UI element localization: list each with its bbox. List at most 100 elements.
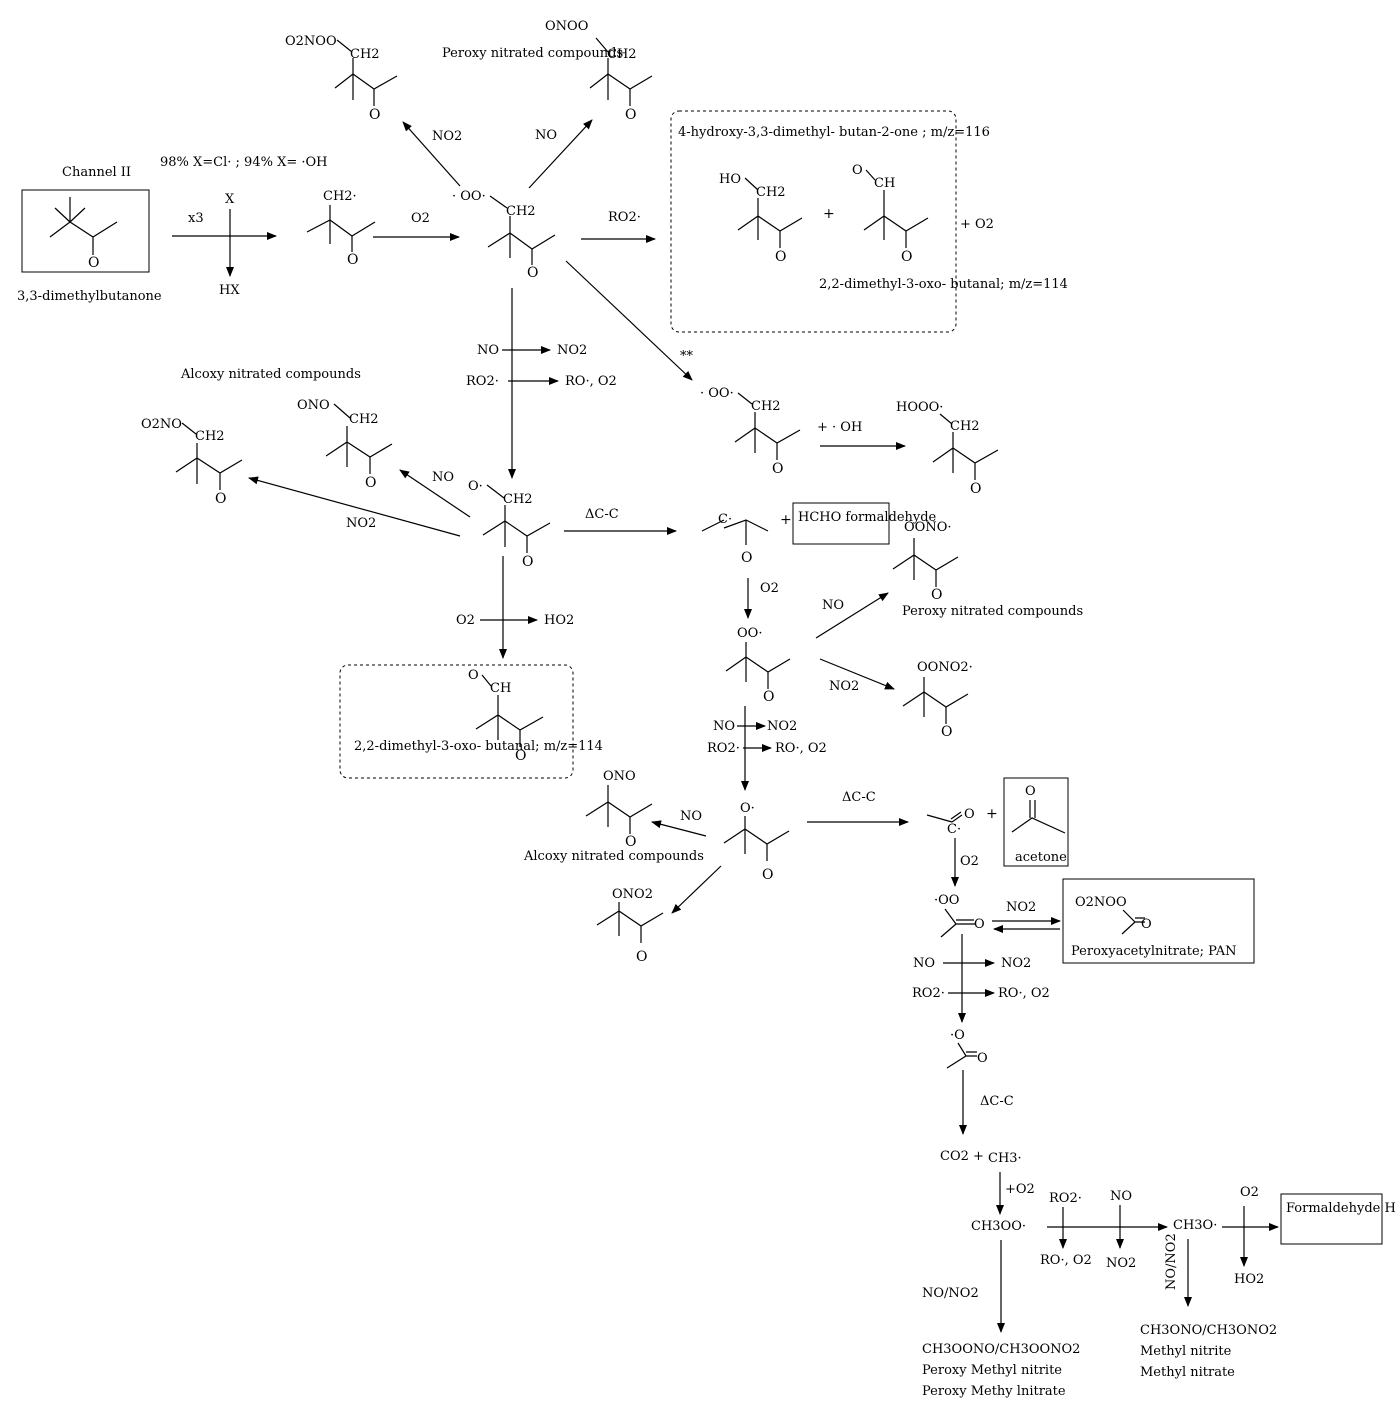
label-ro-o2-3: RO·, O2 xyxy=(998,986,1050,1001)
svg-text:O: O xyxy=(852,163,863,178)
label-ho2-1: HO2 xyxy=(544,613,574,628)
label-x3: x3 xyxy=(188,211,204,226)
ch3oo-label: CH3OO· xyxy=(971,1219,1026,1234)
svg-text:O: O xyxy=(763,689,774,705)
label-alcoxy-nitrated-2: Alcoxy nitrated compounds xyxy=(523,849,704,864)
svg-text:CH2: CH2 xyxy=(756,185,786,200)
yield-note: 98% X=Cl· ; 94% X= ·OH xyxy=(160,155,328,170)
label-star: ** xyxy=(680,349,694,364)
svg-text:O: O xyxy=(365,475,376,491)
label-no2-3: NO2 xyxy=(1001,956,1031,971)
reagent-x: X xyxy=(225,192,235,207)
oxo-name-2: 2,2-dimethyl-3-oxo- butanal; m/z=114 xyxy=(354,739,603,754)
label-no-tert-alkoxy: NO xyxy=(680,809,702,824)
svg-text:O: O xyxy=(775,249,786,265)
tertiary-alkoxy-structure: O· O xyxy=(723,801,790,883)
svg-text:O: O xyxy=(625,834,636,850)
svg-text:O: O xyxy=(88,255,99,271)
label-ro2-1: RO2· xyxy=(466,374,499,389)
label-peroxy-nitrated-top: Peroxy nitrated compounds xyxy=(442,46,623,61)
tertiary-peroxy-nitrate-structure: OONO2· O xyxy=(902,660,973,740)
svg-text:O: O xyxy=(515,748,526,764)
methyl-nitrate-label: Methyl nitrate xyxy=(1140,1365,1235,1380)
arrow-no2-tert xyxy=(819,658,895,690)
svg-text:ONO: ONO xyxy=(297,398,330,413)
svg-text:CH2: CH2 xyxy=(607,47,637,62)
hydroxy-ketone-structure: HO CH2 O xyxy=(719,172,803,265)
svg-text:HO: HO xyxy=(719,172,741,187)
svg-text:O: O xyxy=(772,461,783,477)
acetoxy-structure: ·O O xyxy=(946,1028,988,1069)
pan-box xyxy=(1062,878,1255,964)
label-no2-tert: NO2 xyxy=(829,679,859,694)
plus-o2-box: + O2 xyxy=(960,217,994,232)
label-ho2-2: HO2 xyxy=(1234,1272,1264,1287)
svg-text:ONO2: ONO2 xyxy=(612,887,653,902)
alkyl-nitrite-structure-1: ONO CH2 O xyxy=(297,398,393,491)
svg-text:·O: ·O xyxy=(950,1028,965,1043)
arrow-no2-tert-alkoxy xyxy=(671,865,722,914)
formaldehyde-final-box xyxy=(1280,1193,1383,1245)
hydrotrioxide-structure: HOOO· CH2 O xyxy=(896,400,999,497)
alkyl-nitrate-structure-1: O2NO CH2 O xyxy=(141,417,243,507)
svg-text:O: O xyxy=(369,107,380,123)
label-no-2: NO xyxy=(713,719,735,734)
svg-text:O: O xyxy=(1025,784,1036,799)
arrow-star-path xyxy=(565,260,693,381)
acetone-box xyxy=(1003,777,1069,867)
svg-text:OO·: OO· xyxy=(737,626,762,641)
arrow-no2-alkoxy xyxy=(248,476,461,537)
arrow-no2-peroxy xyxy=(402,121,461,187)
label-ro-o2-2: RO·, O2 xyxy=(775,741,827,756)
svg-text:· OO·: · OO· xyxy=(452,189,486,204)
svg-text:O: O xyxy=(762,867,773,883)
pan-structure: O2NOO O xyxy=(1075,895,1152,935)
svg-text:O: O xyxy=(347,252,358,268)
alkoxy-radical-structure: O· CH2 O xyxy=(468,479,551,570)
hcho-box xyxy=(792,502,890,545)
acetyl-radical-structure: O C· xyxy=(926,807,975,837)
label-ro-o2-4: RO·, O2 xyxy=(1040,1253,1092,1268)
svg-text:O: O xyxy=(974,917,985,932)
start-compound-name: 3,3-dimethylbutanone xyxy=(17,289,162,304)
label-ro2-4: RO2· xyxy=(1049,1191,1082,1206)
tertiary-peroxy-structure: OO· O xyxy=(725,626,791,705)
peroxy-radical-structure: · OO· CH2 O xyxy=(452,189,556,281)
svg-text:O: O xyxy=(977,1051,988,1066)
oxo-aldehyde-structure-2: O CH O xyxy=(468,668,544,764)
label-no-no2-a: NO/NO2 xyxy=(922,1286,979,1301)
label-no2-alkoxy: NO2 xyxy=(346,516,376,531)
svg-text:OONO·: OONO· xyxy=(904,520,951,535)
svg-text:HOOO·: HOOO· xyxy=(896,400,943,415)
label-no-3: NO xyxy=(913,956,935,971)
label-no2-2: NO2 xyxy=(767,719,797,734)
svg-text:C·: C· xyxy=(718,512,732,527)
arrow-no-tert-alkoxy xyxy=(651,820,707,837)
svg-text:O2NOO: O2NOO xyxy=(1075,895,1127,910)
acetone-label: acetone xyxy=(1015,850,1067,865)
svg-text:CH: CH xyxy=(490,681,511,696)
svg-text:CH2: CH2 xyxy=(950,419,980,434)
plus-hcho: + xyxy=(780,512,792,528)
arrow-no-alkoxy xyxy=(399,469,471,518)
svg-text:O·: O· xyxy=(740,801,755,816)
label-no-peroxy: NO xyxy=(535,128,557,143)
acetone-structure: O xyxy=(1011,784,1066,834)
svg-text:CH2: CH2 xyxy=(349,412,379,427)
label-no-1: NO xyxy=(477,343,499,358)
tertiary-peroxy-nitrite-structure: OONO· O xyxy=(892,520,959,603)
alkyl-radical-structure: CH2· O xyxy=(306,189,376,268)
svg-text:CH: CH xyxy=(874,176,895,191)
label-ro2-2: RO2· xyxy=(707,741,740,756)
hcho-label: HCHO formaldehyde xyxy=(798,510,937,525)
label-ro2-3: RO2· xyxy=(912,986,945,1001)
label-o2-1: O2 xyxy=(411,211,430,226)
label-no-4: NO xyxy=(1110,1189,1132,1204)
svg-text:CH2: CH2 xyxy=(350,47,380,62)
oxo-name-1: 2,2-dimethyl-3-oxo- butanal; m/z=114 xyxy=(819,277,1068,292)
svg-text:O: O xyxy=(625,107,636,123)
label-o2-4: O2 xyxy=(960,854,979,869)
label-no2-peroxy: NO2 xyxy=(432,129,462,144)
acyl-radical-structure: C· O xyxy=(701,512,769,566)
